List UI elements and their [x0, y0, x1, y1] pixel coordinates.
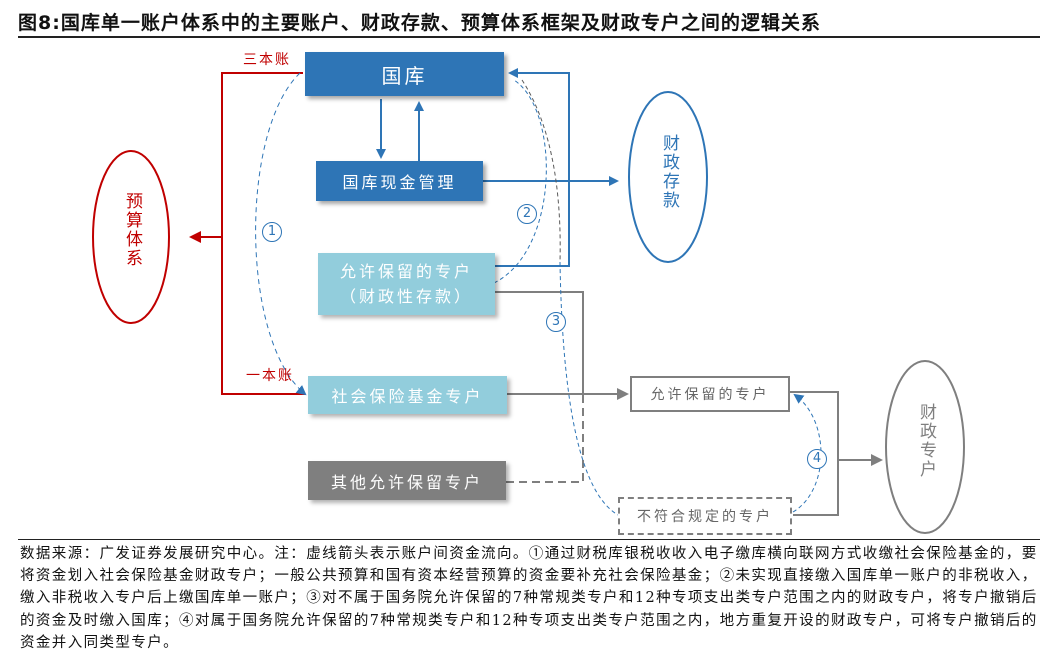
node-other-allowed-accounts: 其他允许保留专户 — [308, 461, 506, 500]
note-rule — [18, 539, 1040, 540]
source-note: 数据来源：广发证券发展研究中心。注：虚线箭头表示账户间资金流向。①通过财税库银税… — [20, 546, 1038, 651]
diagram-connectors — [92, 68, 965, 534]
node-other-label: 其他允许保留专户 — [330, 472, 483, 492]
flow-curve-1 — [255, 72, 307, 396]
node-cash-mgmt-label: 国库现金管理 — [342, 173, 457, 192]
node-allowed-right-label: 允许保留的专户 — [650, 387, 770, 403]
node-treasury: 国库 — [305, 52, 504, 96]
flow-marker-3: 3 — [546, 312, 566, 332]
label-three-books: 三本账 — [243, 52, 291, 68]
figure-title: 图8:国库单一账户体系中的主要账户、财政存款、预算体系框架及财政专户之间的逻辑关… — [18, 12, 821, 34]
label-one-book: 一本账 — [246, 368, 294, 384]
title-rule — [18, 36, 1040, 38]
node-treasury-cash-mgmt: 国库现金管理 — [316, 161, 483, 201]
budget-bracket — [189, 72, 305, 395]
flow-curve-2b — [521, 79, 561, 263]
connector-right-bracket — [790, 391, 839, 516]
budget-system-label: 预算体系 — [122, 192, 142, 268]
connector-other-dashed — [506, 394, 584, 483]
connector-allowed-to-right — [494, 291, 584, 394]
flow-curve-2 — [493, 79, 547, 284]
node-treasury-label: 国库 — [381, 63, 428, 88]
node-allowed-line2: （财政性存款） — [339, 287, 473, 306]
fiscal-special-label: 财政专户 — [916, 403, 936, 479]
node-allowed-line1: 允许保留的专户 — [339, 262, 473, 281]
arrow-allowed-to-treasury — [494, 68, 570, 267]
node-allowed-special-right: 允许保留的专户 — [630, 376, 790, 412]
node-social-insurance-fund: 社会保险基金专户 — [308, 376, 507, 414]
flow-marker-4: 4 — [807, 449, 827, 469]
node-non-compliant-label: 不符合规定的专户 — [637, 509, 773, 525]
fiscal-special-ellipse — [885, 360, 965, 534]
flow-marker-1: 1 — [262, 222, 282, 242]
fiscal-deposit-label: 财政存款 — [659, 134, 679, 210]
node-non-compliant-accounts: 不符合规定的专户 — [618, 497, 792, 535]
node-allowed-special-accounts: 允许保留的专户 （财政性存款） — [318, 253, 495, 315]
fiscal-deposit-ellipse — [628, 91, 708, 263]
budget-system-ellipse — [92, 150, 170, 324]
flow-marker-2: 2 — [517, 204, 537, 224]
node-social-label: 社会保险基金专户 — [331, 387, 484, 406]
flow-curve-3 — [559, 261, 619, 516]
